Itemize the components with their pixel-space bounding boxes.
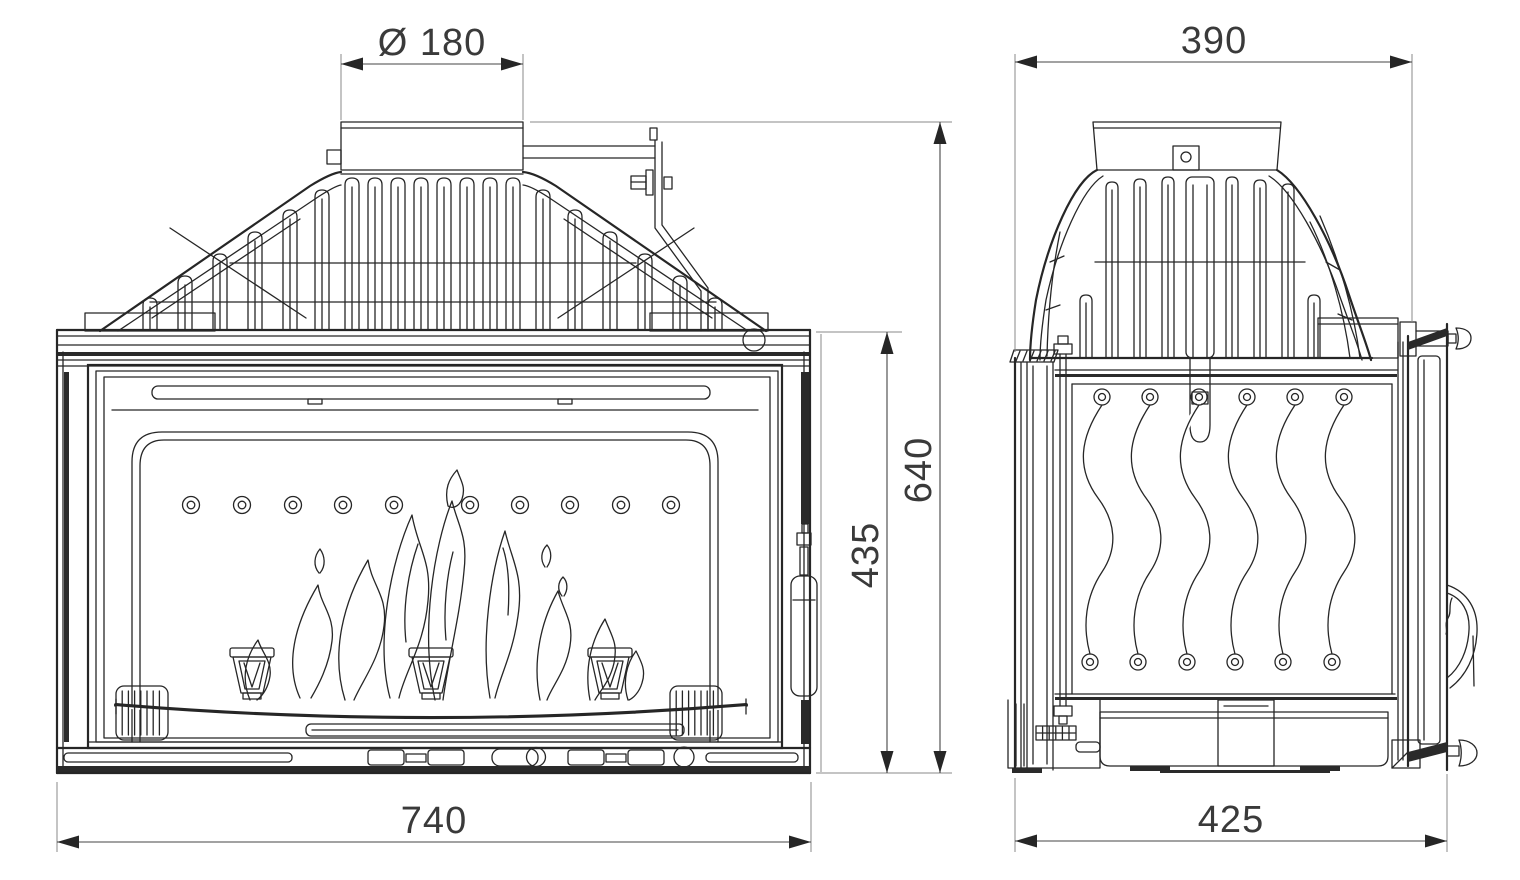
air-slider[interactable] [567, 749, 605, 766]
tie-rod [1053, 335, 1073, 725]
arrowhead [880, 751, 894, 773]
air-slider[interactable] [367, 749, 405, 766]
log-retainer-bar [114, 698, 748, 721]
dimension-firebox-height: 435 [816, 331, 902, 773]
bracket-bolt [630, 169, 673, 196]
door-handle-front [790, 372, 818, 744]
base-controls [55, 741, 812, 775]
control-pill[interactable] [491, 748, 539, 767]
dimension-label: 740 [401, 800, 467, 842]
dimension-label: Ø 180 [378, 22, 487, 64]
arrowhead [57, 835, 79, 849]
arrowhead [501, 57, 523, 71]
left-rail [63, 752, 293, 763]
air-inlet-holes [181, 495, 681, 515]
dimension-label: 640 [898, 437, 940, 503]
corner-flutes [115, 685, 723, 741]
front-view [55, 121, 822, 775]
arrowhead [1425, 834, 1447, 848]
ash-pan-base [1007, 699, 1421, 773]
arrowhead [341, 57, 363, 71]
arrowhead [1015, 834, 1037, 848]
right-rail [705, 752, 799, 763]
arrowhead [789, 835, 811, 849]
bottom-sill [305, 723, 685, 737]
dimension-side-top-width: 390 [1014, 20, 1413, 352]
door-edge-panel [1397, 322, 1478, 772]
air-slider[interactable] [627, 749, 665, 766]
flue-collar-side [1092, 121, 1282, 171]
heat-exchanger-dome [84, 170, 769, 333]
air-slider[interactable] [427, 749, 465, 766]
arrowhead [1015, 55, 1037, 69]
cooling-fins-side [1079, 176, 1321, 359]
door-frame [86, 363, 784, 750]
dimension-overall-height: 640 [530, 121, 952, 774]
dimension-overall-depth: 425 [1014, 774, 1448, 852]
dome-side [1028, 168, 1374, 443]
latch-knob-bottom[interactable] [1446, 739, 1478, 767]
side-view [1007, 121, 1478, 773]
dimension-label: 425 [1198, 799, 1264, 841]
door-handle-grip[interactable] [790, 575, 818, 697]
back-panel [1054, 369, 1398, 700]
dimension-flue-diameter: Ø 180 [340, 22, 524, 120]
wavy-ribs [1080, 388, 1358, 671]
dimension-label: 390 [1181, 20, 1247, 62]
ash-drawer[interactable] [1099, 711, 1389, 767]
flue-collar [326, 121, 524, 175]
center-fin-tongue [1189, 357, 1211, 443]
cooling-fins [142, 177, 723, 331]
round-knob[interactable] [673, 746, 695, 768]
top-plate [55, 328, 812, 367]
front-face-edge [1009, 349, 1059, 772]
arrowhead [1390, 55, 1412, 69]
arrowhead [933, 122, 947, 144]
dimension-label: 435 [845, 522, 887, 588]
damper-knob [742, 328, 766, 352]
door-handle-side[interactable] [1445, 584, 1478, 689]
dimensions: Ø 180 740 640 435 [56, 20, 1448, 852]
arrowhead [933, 751, 947, 773]
air-vent-slot [151, 385, 711, 400]
glass-panel-frame [131, 431, 719, 743]
flame-relief [244, 469, 645, 701]
flue-tab [1172, 145, 1200, 171]
arrowhead [880, 332, 894, 354]
log-retainer-clips [229, 647, 633, 700]
latch-knob-top[interactable] [1455, 327, 1472, 350]
dimension-overall-width: 740 [56, 782, 812, 852]
